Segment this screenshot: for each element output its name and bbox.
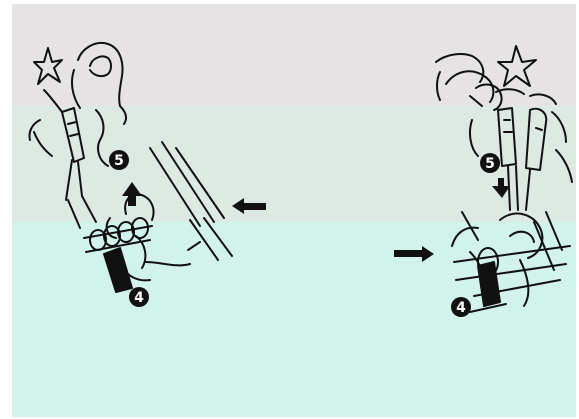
upper-hand-right <box>436 54 556 110</box>
left-drawing <box>29 43 232 292</box>
plug-right-b <box>526 109 546 170</box>
svg-text:4: 4 <box>456 300 466 316</box>
arrow-right-pointing <box>394 246 434 262</box>
svg-text:5: 5 <box>485 156 495 172</box>
step-marker-left-5: 5 <box>109 150 129 170</box>
lower-plug-left <box>104 248 132 292</box>
spark-star-right <box>498 46 536 86</box>
step-marker-right-5: 5 <box>480 153 500 173</box>
rail-left <box>68 196 96 228</box>
spark-star-left <box>34 48 62 84</box>
step-marker-right-4: 4 <box>451 297 471 317</box>
wire-left <box>44 90 62 112</box>
step-marker-left-4: 4 <box>129 287 149 307</box>
svg-text:4: 4 <box>134 290 144 306</box>
arrow-left-pointing <box>232 198 266 214</box>
svg-text:5: 5 <box>114 153 124 169</box>
upper-hand-left <box>72 43 126 124</box>
arrow-down-right <box>492 178 510 198</box>
plug-right-a <box>498 108 516 166</box>
